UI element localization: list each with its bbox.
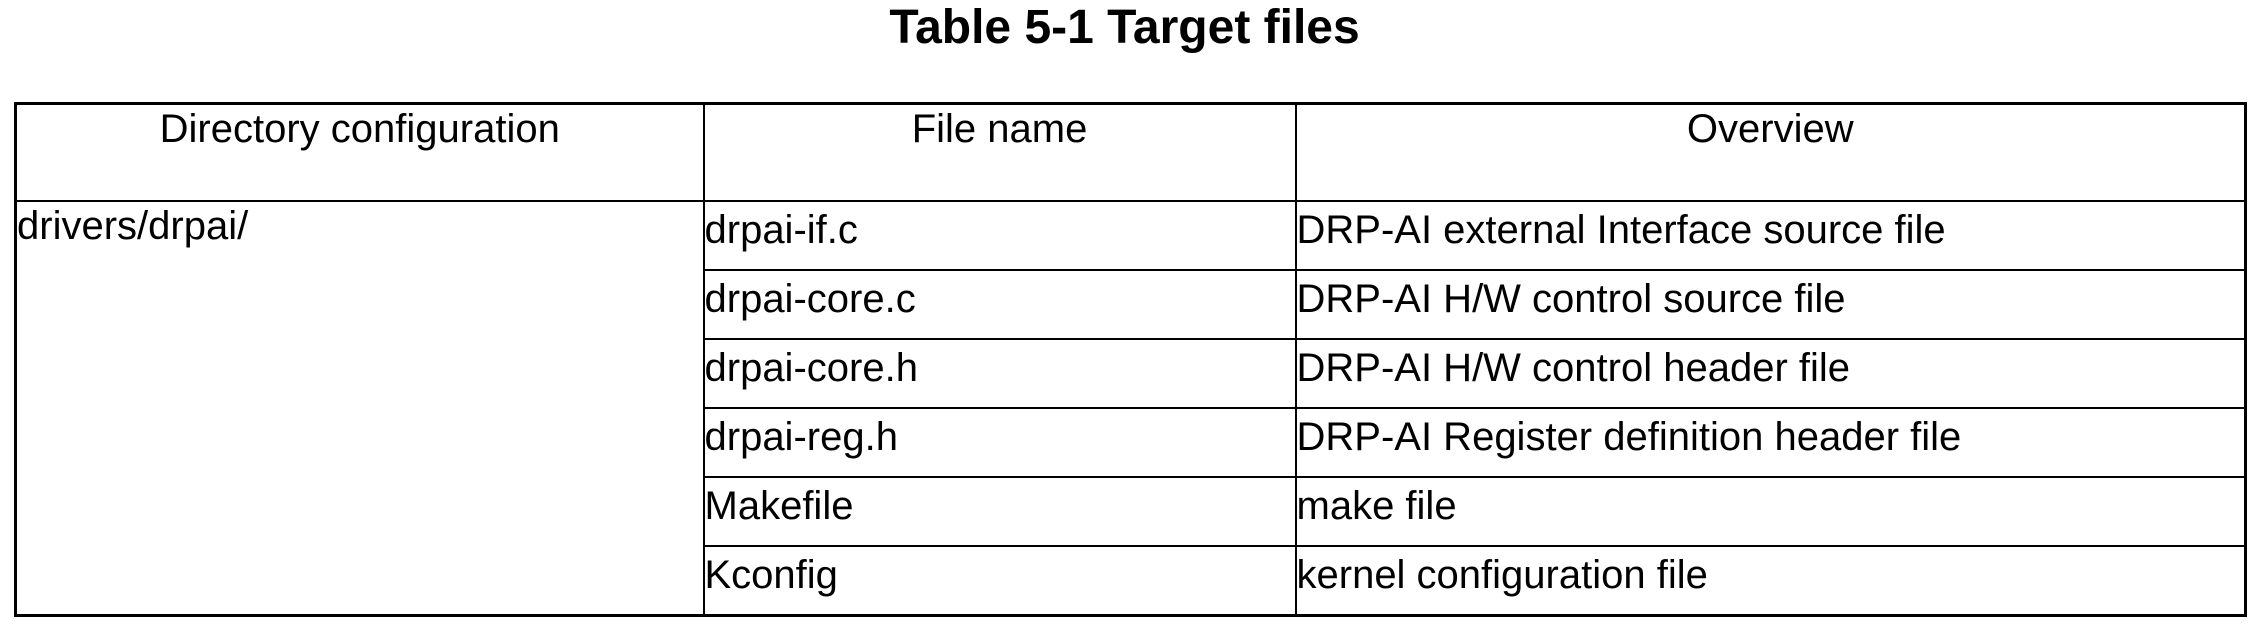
file-name-cell: drpai-core.c (702, 269, 1297, 340)
header-overview: Overview (1294, 102, 2247, 202)
table-row: drpai-reg.h DRP-AI Register definition h… (16, 407, 2247, 478)
file-name-cell: Kconfig (702, 545, 1297, 616)
overview-cell: DRP-AI external Interface source file (1294, 200, 2247, 271)
overview-cell: make file (1294, 476, 2247, 547)
table-row: drpai-core.h DRP-AI H/W control header f… (16, 338, 2247, 409)
overview-cell: kernel configuration file (1294, 545, 2247, 616)
target-files-table: Directory configuration File name Overvi… (14, 102, 2247, 617)
table-row: Makefile make file (16, 476, 2247, 547)
overview-cell: DRP-AI H/W control source file (1294, 269, 2247, 340)
file-name-cell: drpai-core.h (702, 338, 1297, 409)
table-row: Kconfig kernel configuration file (16, 545, 2247, 616)
table-caption: Table 5-1 Target files (889, 1, 1360, 54)
overview-cell: DRP-AI Register definition header file (1294, 407, 2247, 478)
header-file-name: File name (702, 102, 1297, 202)
file-name-cell: Makefile (702, 476, 1297, 547)
directory-cell: drivers/drpai/ (14, 200, 705, 616)
file-name-cell: drpai-reg.h (702, 407, 1297, 478)
table-row: drpai-core.c DRP-AI H/W control source f… (16, 269, 2247, 340)
header-directory: Directory configuration (14, 102, 705, 202)
table-row: drivers/drpai/ drpai-if.c DRP-AI externa… (14, 200, 2247, 616)
overview-cell: DRP-AI H/W control header file (1294, 338, 2247, 409)
file-name-cell: drpai-if.c (702, 200, 1297, 271)
header-row: Directory configuration File name Overvi… (14, 102, 2247, 202)
